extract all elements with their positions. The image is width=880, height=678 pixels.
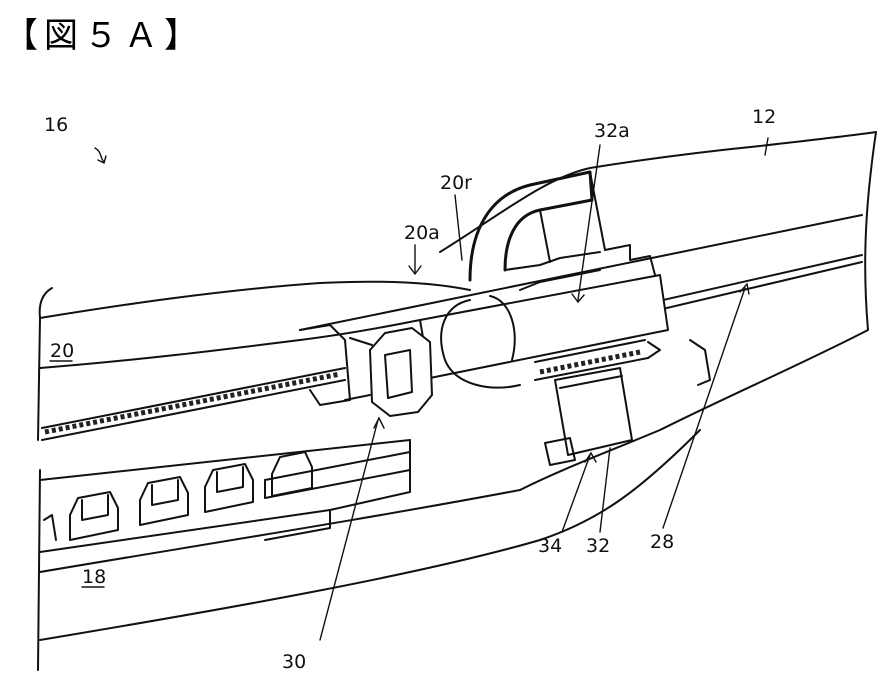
label-body: 18: [82, 566, 106, 588]
label-pin: 30: [282, 651, 306, 673]
label-housing: 12: [752, 106, 776, 128]
label-slider: 32: [586, 535, 610, 557]
hex-pin: [300, 325, 432, 416]
label-jaw-end: 20r: [440, 172, 472, 194]
label-jaw-edge: 20a: [404, 222, 440, 244]
label-shaft-end: 32a: [594, 120, 630, 142]
label-jaw: 20: [50, 340, 74, 362]
label-clip: 34: [538, 535, 562, 557]
label-rail: 28: [650, 531, 674, 553]
label-device: 16: [44, 114, 68, 136]
tooth-strip: [42, 368, 345, 440]
